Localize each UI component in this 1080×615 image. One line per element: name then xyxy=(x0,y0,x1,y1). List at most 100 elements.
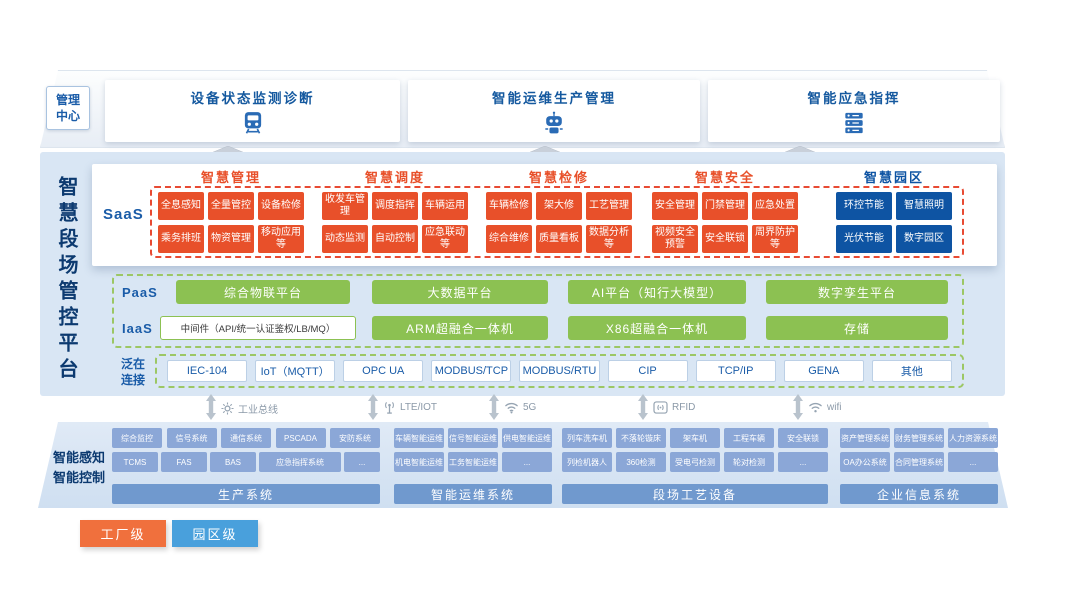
perception-group-intelligent-om: 车辆智能运维 信号智能运维 供电智能运维 机电智能运维 工务智能运维 ... 智… xyxy=(394,428,552,504)
saas-group-row: 环控节能 智慧照明 xyxy=(836,192,952,220)
perception-group-bar: 智能运维系统 xyxy=(394,484,552,504)
link-body: 5G xyxy=(504,401,536,414)
system-chip: 安全联锁 xyxy=(778,428,828,448)
system-chip: OA办公系统 xyxy=(840,452,890,472)
system-chip: 合同管理系统 xyxy=(894,452,944,472)
system-chip: 供电智能运维 xyxy=(502,428,552,448)
system-chip: 信号系统 xyxy=(166,428,217,448)
saas-group-row: 动态监测 自动控制 应急联动等 xyxy=(322,225,468,253)
saas-group-row: 全息感知 全量管控 设备检修 xyxy=(158,192,304,220)
management-center-label: 管理中心 xyxy=(46,86,90,130)
paas-box: 数字孪生平台 xyxy=(766,280,948,304)
paas-box: 大数据平台 xyxy=(372,280,548,304)
management-box-title: 设备状态监测诊断 xyxy=(190,91,315,106)
system-row: 机电智能运维 工务智能运维 ... xyxy=(394,452,552,472)
link-label: 工业总线 xyxy=(238,405,278,416)
saas-layer-label: SaaS xyxy=(103,206,144,223)
system-chip: 综合监控 xyxy=(112,428,162,448)
saas-chip: 综合维修 xyxy=(486,225,532,253)
perception-group-bar: 生产系统 xyxy=(112,484,380,504)
system-chip: 机电智能运维 xyxy=(394,452,444,472)
saas-chip: 工艺管理 xyxy=(586,192,632,220)
paas-box: AI平台（知行大模型） xyxy=(568,280,746,304)
system-chip: ... xyxy=(344,452,380,472)
perception-label: 智能感知 智能控制 xyxy=(48,448,110,488)
saas-chip: 物资管理 xyxy=(208,225,254,253)
system-row: OA办公系统 合同管理系统 ... xyxy=(840,452,998,472)
saas-group-title: 智慧安全 xyxy=(694,170,755,185)
saas-chip: 设备检修 xyxy=(258,192,304,220)
system-chip: 360检测 xyxy=(616,452,666,472)
system-chip: 不落轮镟床 xyxy=(616,428,666,448)
system-chip: 资产管理系统 xyxy=(840,428,890,448)
system-chip: FAS xyxy=(161,452,207,472)
train-icon xyxy=(244,112,261,134)
perception-group-depot-equipment: 列车洗车机 不落轮镟床 架车机 工程车辆 安全联锁 列检机器人 360检测 受电… xyxy=(562,428,828,504)
system-row: TCMS FAS BAS 应急指挥系统 ... xyxy=(112,452,380,472)
system-row: 列检机器人 360检测 受电弓检测 轮对检测 ... xyxy=(562,452,828,472)
system-chip: 轮对检测 xyxy=(724,452,774,472)
protocol-chip: OPC UA xyxy=(343,360,424,382)
saas-chip: 应急联动等 xyxy=(422,225,468,253)
saas-chip: 收发车管理 xyxy=(322,192,368,220)
iaas-box: 存储 xyxy=(766,316,948,340)
protocol-chip: CIP xyxy=(607,360,688,382)
link-body: wifi xyxy=(808,401,841,414)
saas-chip: 移动应用等 xyxy=(258,225,304,253)
double-arrow-icon xyxy=(206,394,216,420)
protocol-chip: GENA xyxy=(783,360,864,382)
saas-chip: 全息感知 xyxy=(158,192,204,220)
system-row: 车辆智能运维 信号智能运维 供电智能运维 xyxy=(394,428,552,448)
saas-chip: 环控节能 xyxy=(836,192,892,220)
saas-chip: 动态监测 xyxy=(322,225,368,253)
saas-chip: 数据分析等 xyxy=(586,225,632,253)
saas-chip: 应急处置 xyxy=(752,192,798,220)
antenna-icon xyxy=(385,402,394,414)
perception-label-line1: 智能感知 xyxy=(52,450,105,465)
connect-dashed-border: IEC-104 IoT（MQTT） OPC UA MODBUS/TCP MODB… xyxy=(155,354,964,388)
saas-group-row: 视频安全预警 安全联锁 周界防护等 xyxy=(652,225,798,253)
link-label: LTE/IOT xyxy=(400,402,438,413)
system-chip: 财务管理系统 xyxy=(894,428,944,448)
saas-group-title: 智慧检修 xyxy=(528,170,589,185)
saas-chip: 门禁管理 xyxy=(702,192,748,220)
saas-chip: 全量管控 xyxy=(208,192,254,220)
saas-group-maintenance: 车辆检修 架大修 工艺管理 综合维修 质量看板 数据分析等 xyxy=(486,192,632,253)
saas-chip: 数字园区 xyxy=(896,225,952,253)
link-body: 工业总线 xyxy=(221,401,278,416)
link-channel-wifi: wifi xyxy=(793,394,841,420)
saas-group-title: 智慧管理 xyxy=(200,170,261,185)
saas-chip: 车辆运用 xyxy=(422,192,468,220)
paas-box: 综合物联平台 xyxy=(176,280,350,304)
connect-layer-label: 泛在连接 xyxy=(120,357,145,387)
perception-group-bar: 企业信息系统 xyxy=(840,484,998,504)
saas-chip: 自动控制 xyxy=(372,225,418,253)
protocol-chip: TCP/IP xyxy=(695,360,776,382)
system-chip: 工务智能运维 xyxy=(448,452,498,472)
perception-group-production: 综合监控 信号系统 通信系统 PSCADA 安防系统 TCMS FAS BAS … xyxy=(112,428,380,504)
system-chip: ... xyxy=(778,452,828,472)
protocol-chip: MODBUS/TCP xyxy=(431,360,512,382)
system-row: 资产管理系统 财务管理系统 人力资源系统 xyxy=(840,428,998,448)
saas-group-row: 收发车管理 调度指挥 车辆运用 xyxy=(322,192,468,220)
saas-chip: 光伏节能 xyxy=(836,225,892,253)
double-arrow-icon xyxy=(638,394,648,420)
saas-group-row: 安全管理 门禁管理 应急处置 xyxy=(652,192,798,220)
saas-group-dispatch: 收发车管理 调度指挥 车辆运用 动态监测 自动控制 应急联动等 xyxy=(322,192,468,253)
management-box-title: 智能应急指挥 xyxy=(807,91,901,106)
saas-chip: 周界防护等 xyxy=(752,225,798,253)
link-body: LTE/IOT xyxy=(383,401,437,414)
link-channel-lte-iot: LTE/IOT xyxy=(368,394,437,420)
saas-chip: 车辆检修 xyxy=(486,192,532,220)
paas-layer-label: PaaS xyxy=(122,285,158,300)
system-chip: 受电弓检测 xyxy=(670,452,720,472)
link-label: wifi xyxy=(827,402,842,413)
system-chip: 应急指挥系统 xyxy=(259,452,341,472)
saas-group-row: 乘务排班 物资管理 移动应用等 xyxy=(158,225,304,253)
protocol-chip: MODBUS/RTU xyxy=(519,360,600,382)
protocol-chip: IoT（MQTT） xyxy=(255,360,336,382)
system-chip: TCMS xyxy=(112,452,158,472)
platform-title: 智慧段场管控平台 xyxy=(55,176,77,384)
iaas-layer-label: IaaS xyxy=(122,321,153,336)
